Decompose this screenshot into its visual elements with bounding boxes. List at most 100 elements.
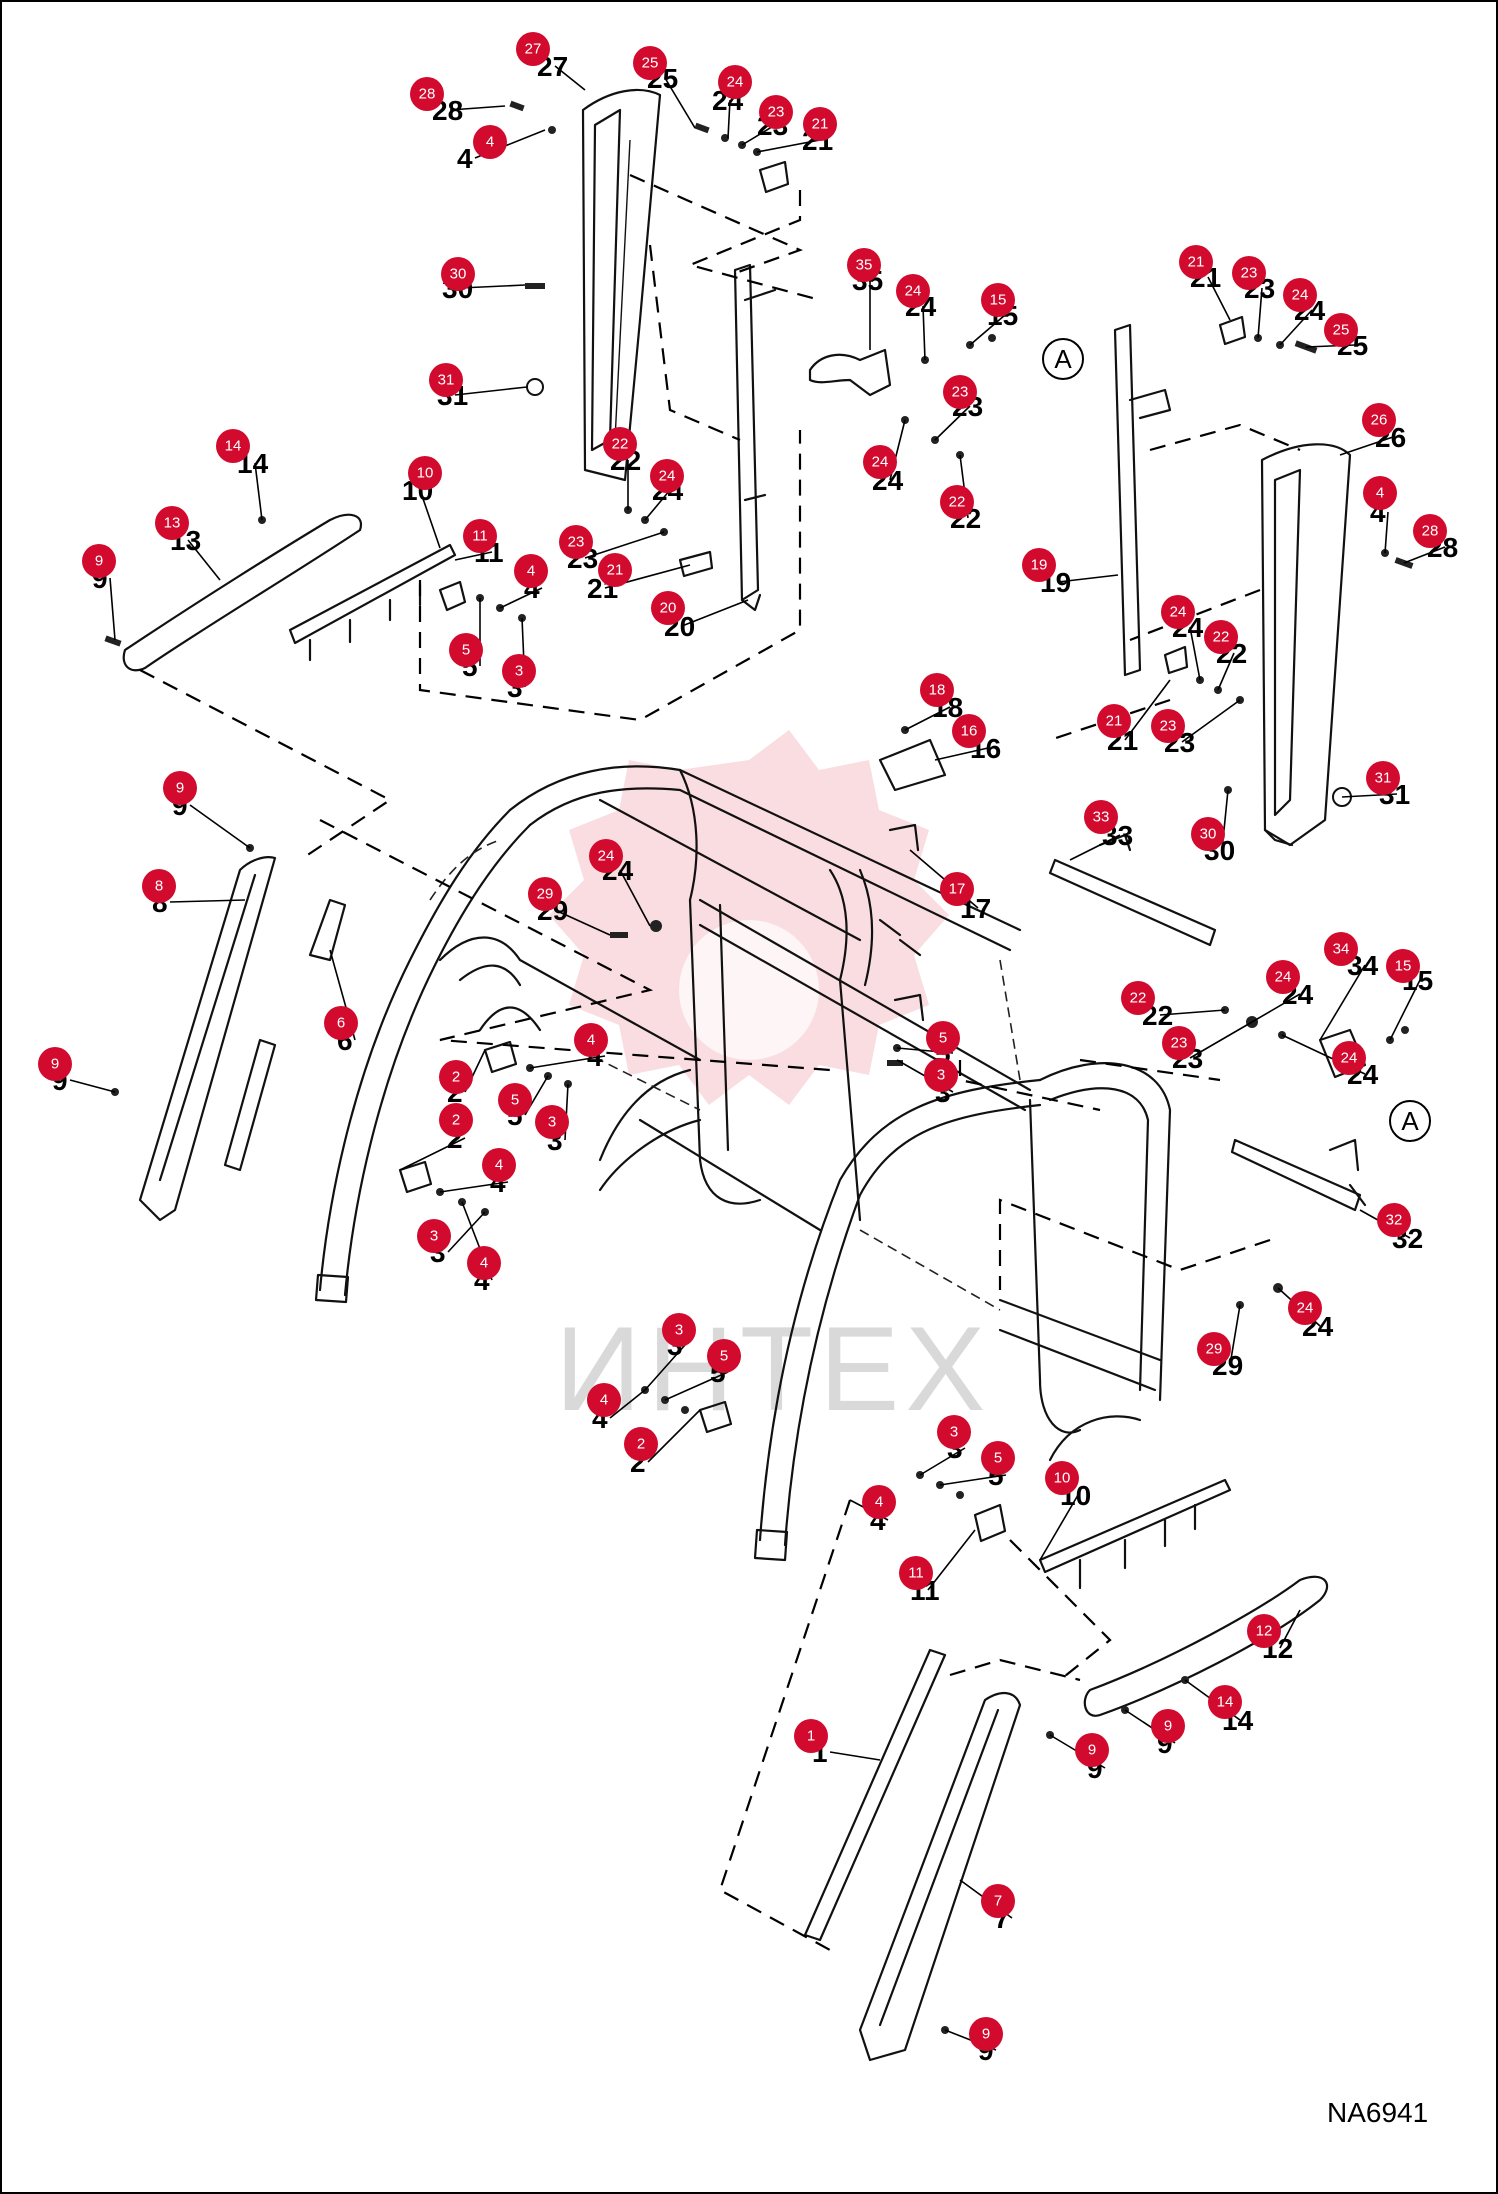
svg-text:23: 23 [1160,718,1177,735]
callout-badge: 23 [759,95,793,129]
callout-badge: 9 [38,1047,72,1081]
svg-text:9: 9 [1088,1742,1096,1759]
callout-badge: 24 [1283,278,1317,312]
svg-text:34: 34 [1333,941,1350,958]
callout-pointer [439,1181,509,1193]
svg-text:6: 6 [337,1015,345,1032]
callout-badge: 24 [863,445,897,479]
callout-pointer [1057,574,1119,583]
bracket-6-top [308,898,347,962]
callout-pointer [647,1409,701,1463]
svg-text:2: 2 [452,1112,460,1129]
callout-badge: 26 [1362,403,1396,437]
callout-pointer [1189,626,1201,681]
svg-text:32: 32 [1386,1212,1403,1229]
svg-text:21: 21 [1106,713,1123,730]
callout-pointer [969,314,1006,346]
svg-text:13: 13 [164,515,181,532]
bracket-10-left [288,543,457,645]
callout-pointer [1229,1304,1241,1366]
callout-badge: 1 [794,1719,828,1753]
svg-text:3: 3 [548,1114,556,1131]
bracket-1 [803,1648,947,1942]
callout-badge: 30 [441,257,475,291]
callout-badge: 5 [707,1339,741,1373]
callout-badge: 4 [587,1383,621,1417]
callout-pointer [189,804,251,849]
callout-badge: 22 [1121,981,1155,1015]
callout-number: 4 [457,143,473,174]
svg-text:22: 22 [612,436,629,453]
callout-badge: 24 [1161,595,1195,629]
svg-text:33: 33 [1093,809,1110,826]
svg-text:3: 3 [515,663,523,680]
svg-text:31: 31 [1375,770,1392,787]
callout-badge: 25 [1324,313,1358,347]
svg-text:25: 25 [642,55,659,72]
callout-badge: 9 [1075,1733,1109,1767]
callout-pointer [454,551,493,561]
clamp-2-lower [398,1160,433,1194]
leader-lines [139,173,1301,1951]
svg-text:16: 16 [961,723,978,740]
callout-pointer [939,1474,1007,1486]
callout-badge: 23 [1151,709,1185,743]
callout-badge: 7 [981,1884,1015,1918]
svg-text:21: 21 [812,116,829,133]
callout-badge: 3 [502,654,536,688]
callout-badge: 5 [449,633,483,667]
callout-badge: 33 [1084,800,1118,834]
callout-badge: 30 [1191,817,1225,851]
bracket-6-bottom [223,1038,277,1172]
bracket-35 [808,348,892,397]
svg-text:3: 3 [950,1424,958,1441]
callout-pointer [1217,652,1235,691]
callout-badge: 14 [216,429,250,463]
callout-pointer [904,706,951,731]
callout-badge: 22 [940,485,974,519]
callout-pointer [664,77,696,129]
drawing-code: NA6941 [1327,2097,1428,2128]
callout-pointer [927,1529,976,1591]
svg-text:35: 35 [856,257,873,274]
callout-badge: 23 [943,375,977,409]
svg-text:14: 14 [225,438,242,455]
callout-badge: 23 [1232,256,1266,290]
callout-badge: 18 [920,673,954,707]
svg-text:29: 29 [537,886,554,903]
callout-badge: 9 [163,771,197,805]
callout-badge: 28 [1413,514,1447,548]
callout-pointer [1189,1021,1253,1059]
svg-text:5: 5 [462,642,470,659]
callout-pointer [756,139,821,153]
svg-text:24: 24 [905,283,922,300]
svg-text:18: 18 [929,682,946,699]
clip-11-left [438,580,467,612]
callout-badge: 21 [803,107,837,141]
callout-pointer [254,462,263,521]
svg-text:4: 4 [587,1032,595,1049]
callout-badge: 5 [498,1083,532,1117]
callout-pointer [1181,699,1241,743]
callout-pointer [419,489,441,549]
callout-pointer [1207,276,1231,321]
bracket-16 [878,738,947,792]
clip-11-right [973,1503,1007,1543]
svg-text:23: 23 [952,384,969,401]
svg-text:22: 22 [1130,990,1147,1007]
callout-pointer [919,1447,966,1476]
svg-text:30: 30 [450,266,467,283]
callout-pointer [829,1751,881,1761]
callout-badge: 34 [1324,932,1358,966]
svg-text:30: 30 [1200,826,1217,843]
svg-text:3: 3 [675,1322,683,1339]
callout-badge: 24 [896,274,930,308]
callout-badge: 32 [1377,1203,1411,1237]
svg-text:4: 4 [480,1255,488,1272]
callout-badge: 4 [514,554,548,588]
callout-badge: 4 [482,1148,516,1182]
svg-text:A: A [1054,344,1072,374]
svg-text:24: 24 [727,74,744,91]
callout-badge: 8 [142,869,176,903]
